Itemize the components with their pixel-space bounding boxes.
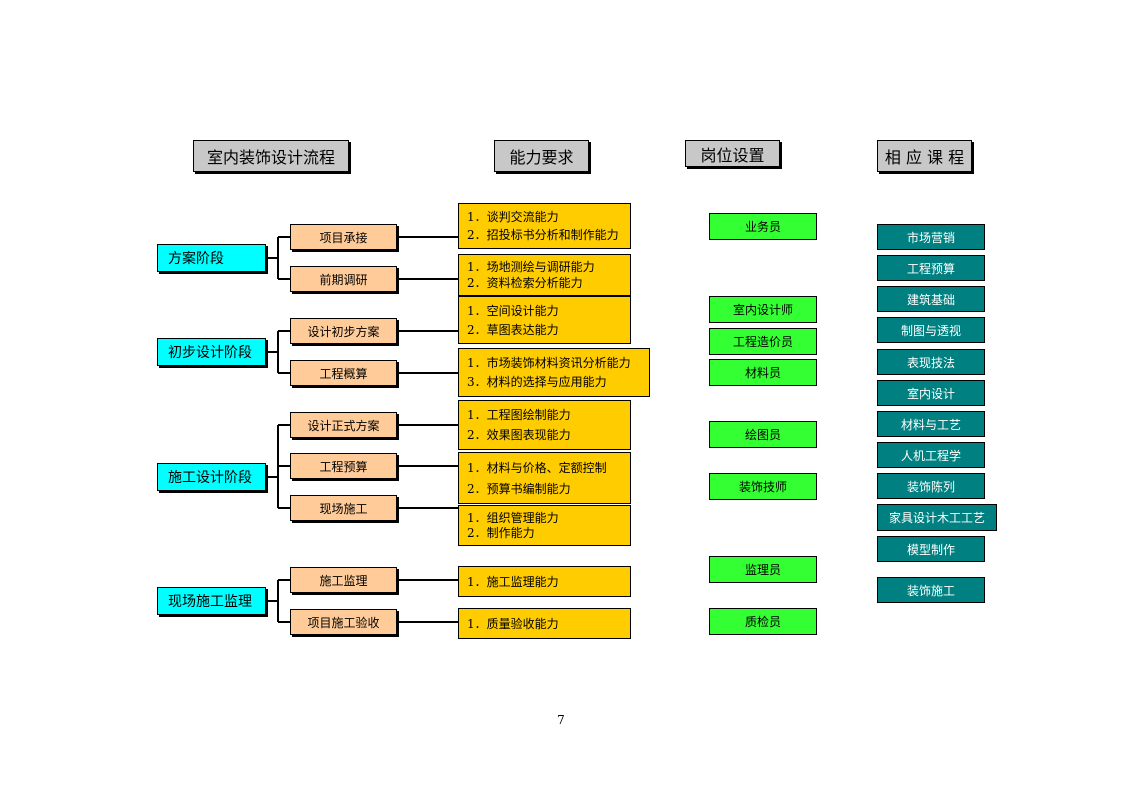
stage-site-supervision: 现场施工监理 <box>157 587 266 615</box>
stage-preliminary-design: 初步设计阶段 <box>157 338 266 366</box>
ability-box: 1．场地测绘与调研能力 2．资料检索分析能力 <box>458 254 631 296</box>
ability-box: 1．质量验收能力 <box>458 608 631 639</box>
course-item: 人机工程学 <box>877 442 985 468</box>
ability-line: 1．组织管理能力 <box>467 510 559 525</box>
position-quality-inspector: 质检员 <box>709 608 817 635</box>
substep-acceptance: 项目施工验收 <box>290 609 397 635</box>
course-item: 制图与透视 <box>877 317 985 343</box>
position-decoration-technician: 装饰技师 <box>709 473 817 500</box>
ability-box: 1．组织管理能力 2．制作能力 <box>458 505 631 546</box>
ability-line: 2．资料检索分析能力 <box>467 276 583 290</box>
ability-line: 1．质量验收能力 <box>467 616 559 631</box>
course-item: 装饰陈列 <box>877 473 985 499</box>
ability-line: 1．材料与价格、定额控制 <box>467 460 607 475</box>
ability-line: 1．空间设计能力 <box>467 303 559 318</box>
substep-site-construction: 现场施工 <box>290 495 397 521</box>
ability-line: 1．工程图绘制能力 <box>467 408 571 422</box>
header-position: 岗位设置 <box>685 140 780 167</box>
ability-line: 2．制作能力 <box>467 526 535 541</box>
course-item: 工程预算 <box>877 255 985 281</box>
ability-line: 2．草图表达能力 <box>467 322 559 337</box>
position-interior-designer: 室内设计师 <box>709 296 817 323</box>
ability-box: 1．施工监理能力 <box>458 566 631 597</box>
ability-line: 1．场地测绘与调研能力 <box>467 260 595 274</box>
substep-budget: 工程预算 <box>290 453 397 479</box>
ability-line: 2．效果图表现能力 <box>467 428 571 442</box>
course-item: 表现技法 <box>877 349 985 375</box>
ability-line: 1．施工监理能力 <box>467 574 559 589</box>
course-item: 室内设计 <box>877 380 985 406</box>
substep-formal-design: 设计正式方案 <box>290 412 397 438</box>
position-supervisor: 监理员 <box>709 556 817 583</box>
ability-box: 1．工程图绘制能力 2．效果图表现能力 <box>458 400 631 450</box>
ability-line: 1．市场装饰材料资讯分析能力 <box>467 355 631 370</box>
ability-box: 1．市场装饰材料资讯分析能力 3．材料的选择与应用能力 <box>458 348 650 397</box>
position-cost-engineer: 工程造价员 <box>709 328 817 355</box>
stage-scheme: 方案阶段 <box>157 244 266 272</box>
header-process: 室内装饰设计流程 <box>193 140 349 172</box>
substep-preliminary-research: 前期调研 <box>290 266 397 292</box>
course-item: 建筑基础 <box>877 286 985 312</box>
position-draftsman: 绘图员 <box>709 421 817 448</box>
ability-box: 1．空间设计能力 2．草图表达能力 <box>458 296 631 344</box>
position-materials-officer: 材料员 <box>709 359 817 386</box>
substep-construction-supervision: 施工监理 <box>290 567 397 593</box>
ability-box: 1．材料与价格、定额控制 2．预算书编制能力 <box>458 452 631 504</box>
ability-line: 2．招投标书分析和制作能力 <box>467 228 619 242</box>
course-item: 材料与工艺 <box>877 411 985 437</box>
course-item: 装饰施工 <box>877 577 985 603</box>
ability-box: 1．谈判交流能力 2．招投标书分析和制作能力 <box>458 203 631 249</box>
stage-construction-design: 施工设计阶段 <box>157 463 266 491</box>
course-item: 家具设计木工工艺 <box>877 504 997 531</box>
substep-initial-design: 设计初步方案 <box>290 318 397 344</box>
substep-project-intake: 项目承接 <box>290 224 397 250</box>
page-number: 7 <box>557 713 565 727</box>
ability-line: 2．预算书编制能力 <box>467 481 571 496</box>
course-item: 市场营销 <box>877 224 985 250</box>
header-courses: 相 应 课 程 <box>877 140 972 172</box>
position-salesperson: 业务员 <box>709 213 817 240</box>
ability-line: 3．材料的选择与应用能力 <box>467 375 607 390</box>
ability-line: 1．谈判交流能力 <box>467 210 559 224</box>
header-ability: 能力要求 <box>494 140 589 172</box>
substep-cost-estimate: 工程概算 <box>290 360 397 386</box>
course-item: 模型制作 <box>877 536 985 562</box>
